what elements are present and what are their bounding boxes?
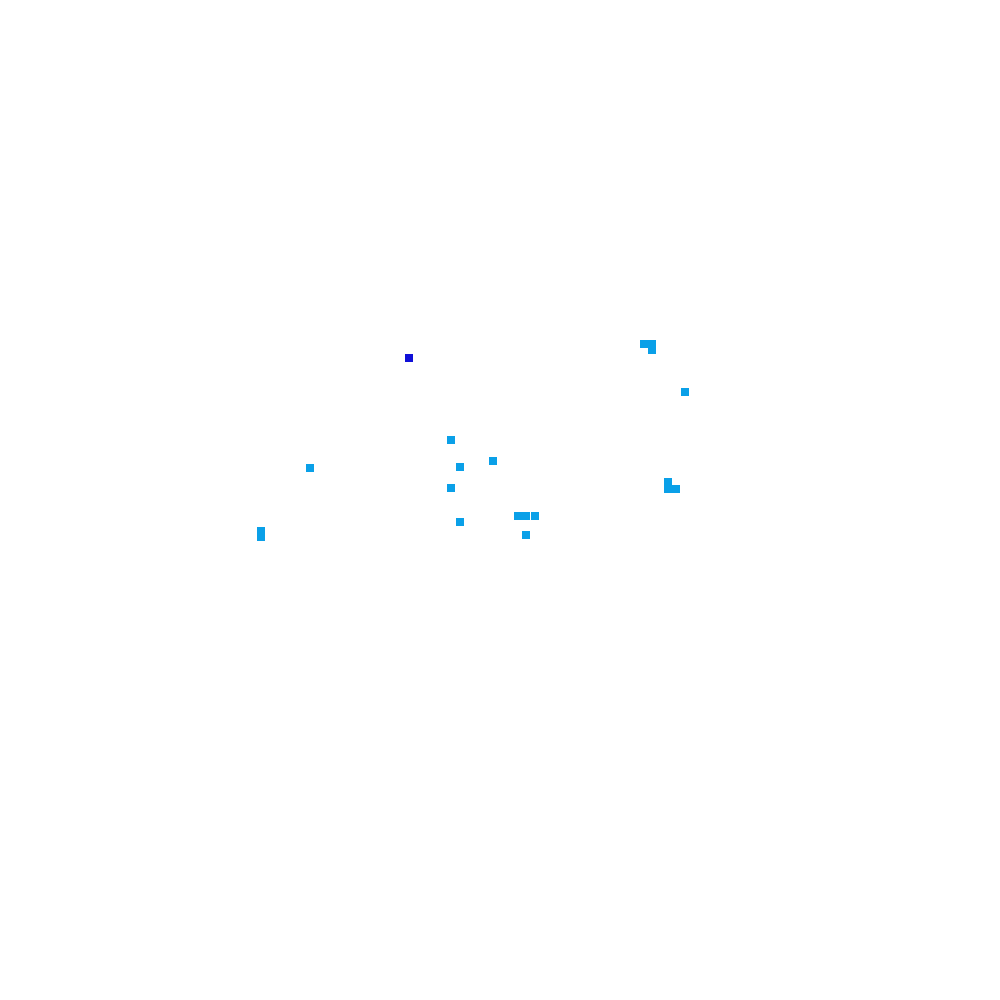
pixel-cell (405, 354, 413, 362)
pixel-cell (648, 346, 656, 354)
pixel-cell (681, 388, 689, 396)
pixel-cell (306, 464, 314, 472)
pixel-cell (456, 518, 464, 526)
pixel-cell (664, 485, 672, 493)
pixel-cell (257, 533, 265, 541)
pixel-cell (456, 463, 464, 471)
pixel-cell (489, 457, 497, 465)
pixel-cell (522, 512, 530, 520)
pixel-cell (648, 340, 656, 348)
pixel-cell (672, 485, 680, 493)
pixel-cell (531, 512, 539, 520)
pixel-cell (514, 512, 522, 520)
pixel-cell (447, 436, 455, 444)
pixel-cell (522, 531, 530, 539)
pixel-cell (640, 340, 648, 348)
pixel-cell (257, 527, 265, 535)
pixel-cell (664, 478, 672, 486)
pixel-cell (447, 484, 455, 492)
